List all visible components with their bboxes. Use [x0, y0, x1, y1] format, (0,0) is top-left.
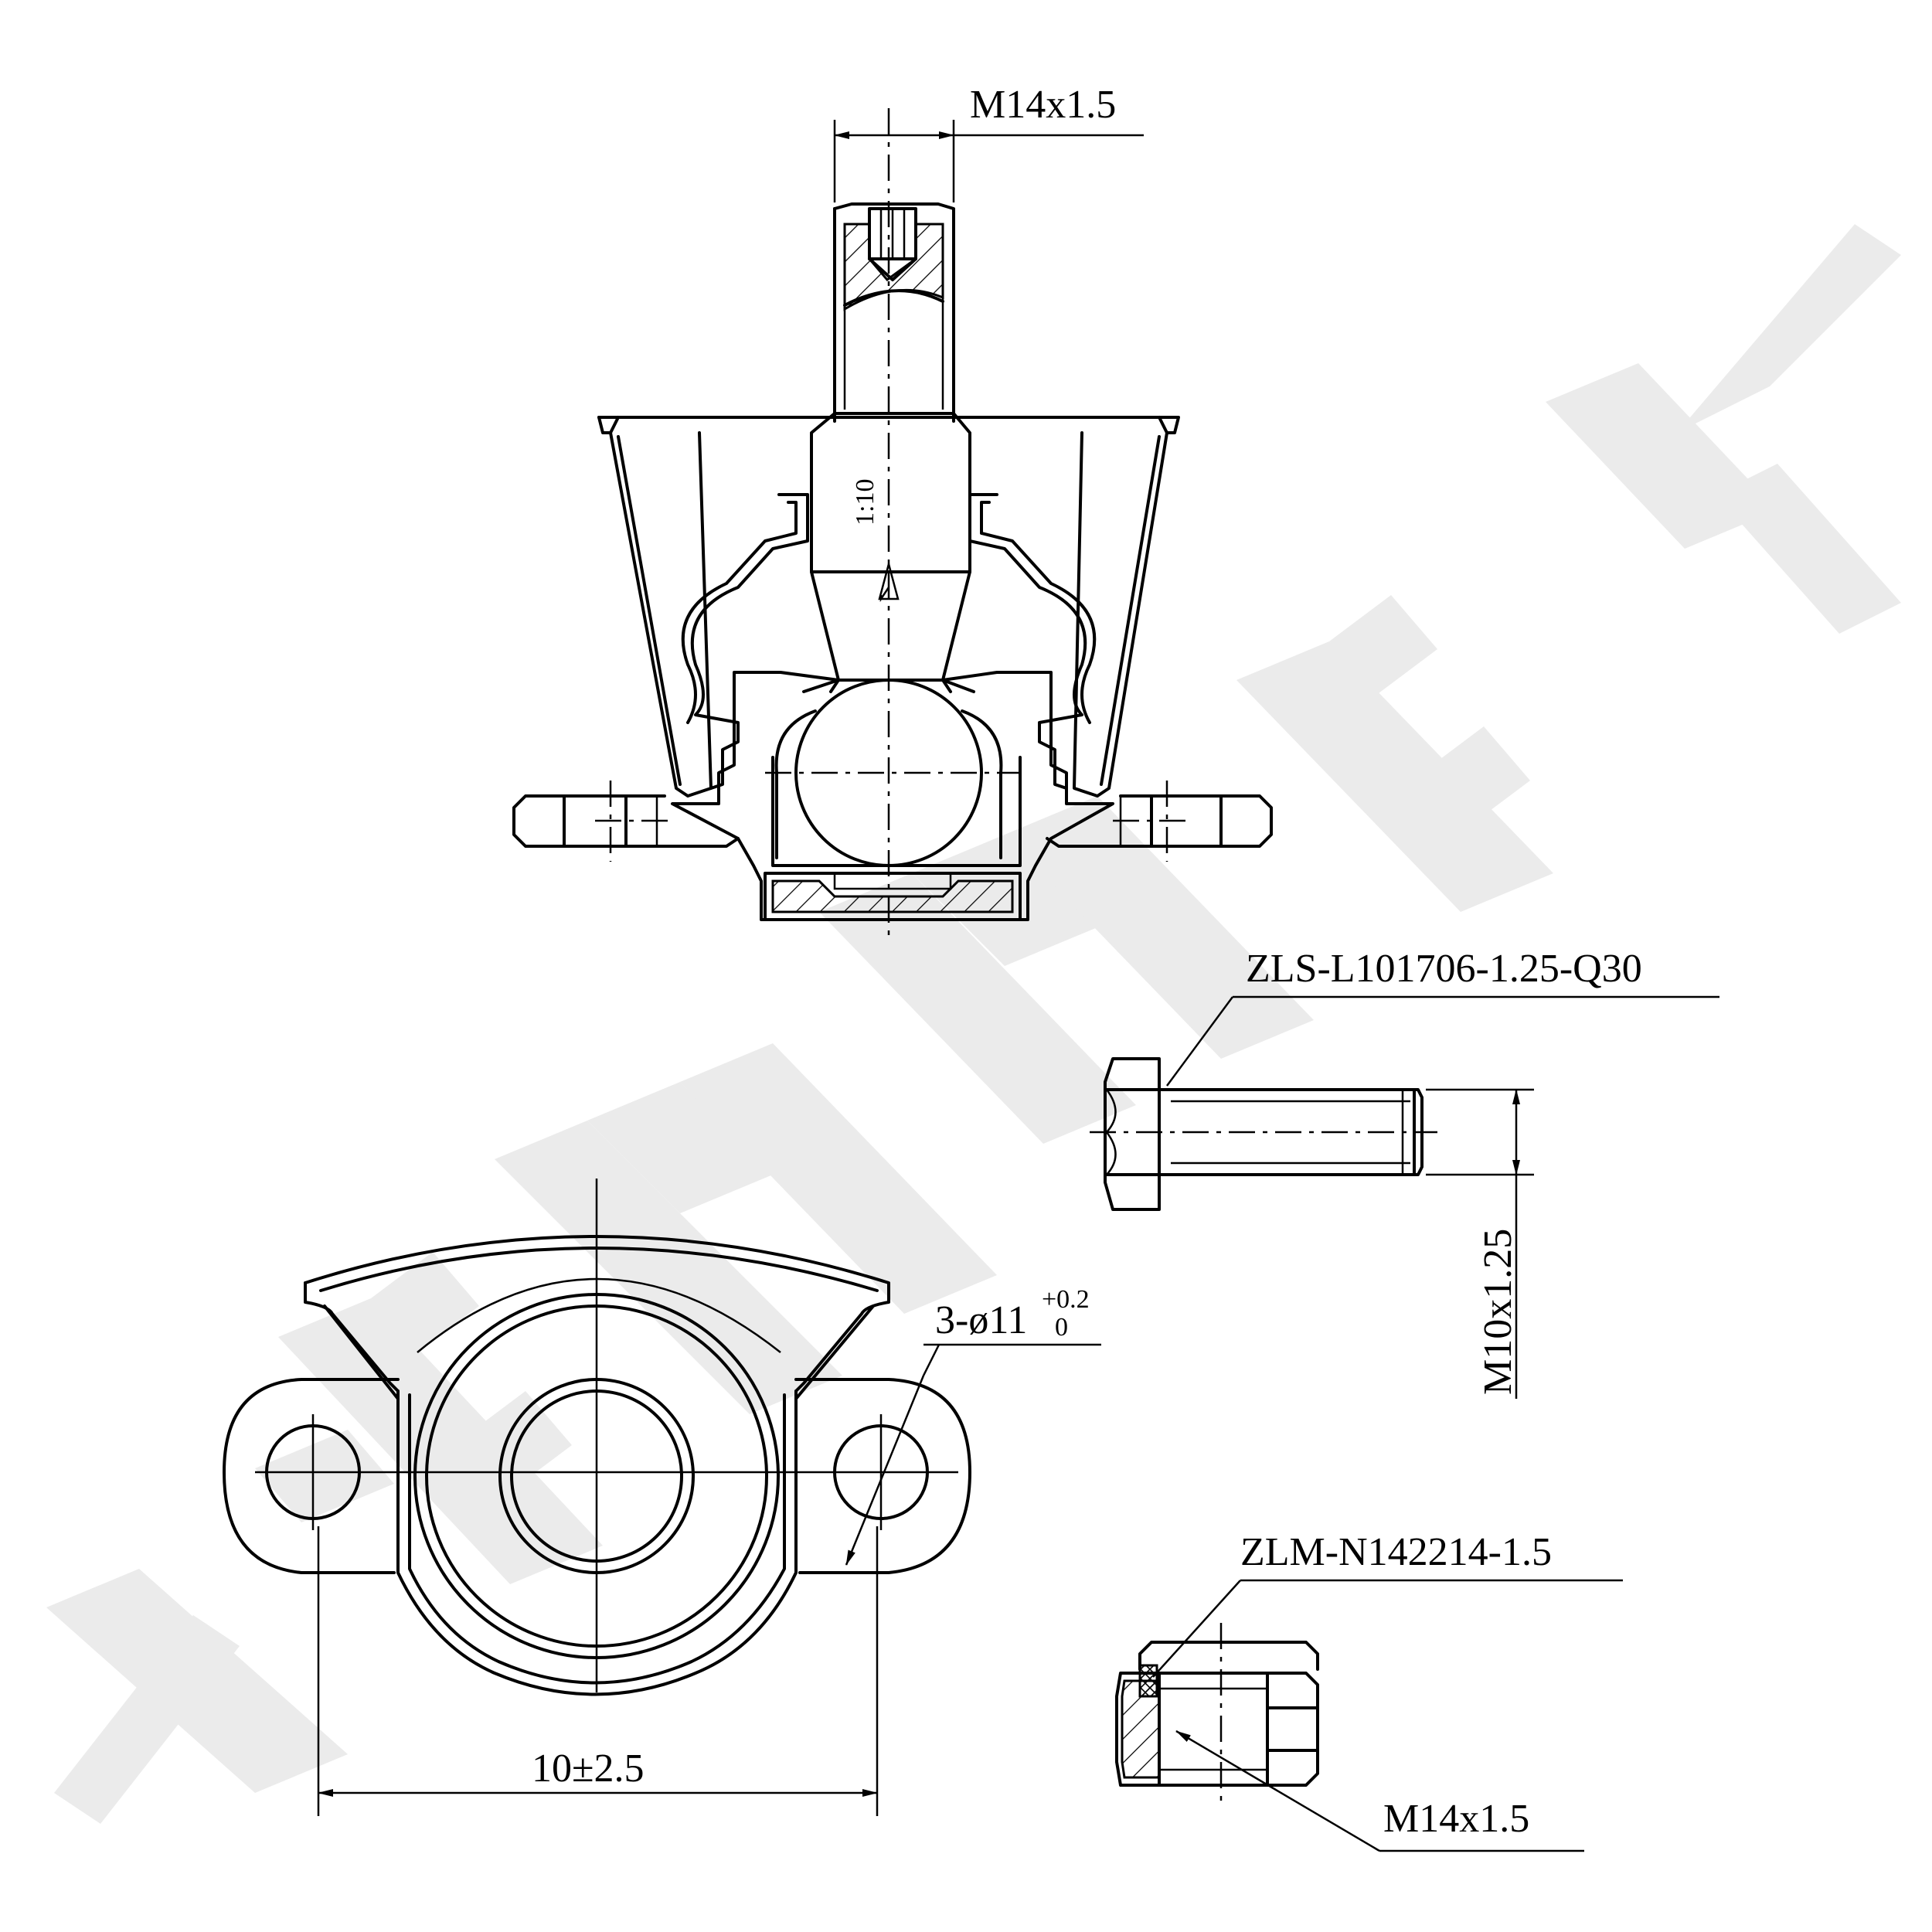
ball-joint-section-view: 1:10 [512, 83, 1273, 935]
offset-dimension-label: 10±2.5 [532, 1747, 645, 1791]
nut-thread-label: M14x1.5 [1383, 1797, 1529, 1841]
brand-watermark [46, 224, 1901, 1824]
taper-label: 1:10 [851, 479, 879, 526]
hole-tolerance-upper: +0.2 [1042, 1285, 1090, 1314]
bolt-thread-label: M10x1.25 [1476, 1229, 1520, 1395]
nut-drawing: ZLM-N142214-1.5 M14x1.5 [1115, 1530, 1623, 1852]
bolt-drawing: M10x1.25 ZLS-L101706-1.25-Q30 [1090, 947, 1719, 1399]
stud-thread-label: M14x1.5 [970, 83, 1116, 127]
nut-part-label: ZLM-N142214-1.5 [1240, 1530, 1552, 1574]
bolt-part-label: ZLS-L101706-1.25-Q30 [1246, 947, 1642, 991]
hole-size-label: 3-ø11 [935, 1298, 1027, 1342]
hole-tolerance-lower: 0 [1055, 1313, 1068, 1342]
ball-joint-plan-view: 3-ø11 +0.2 0 10±2.5 [223, 1179, 1101, 1816]
